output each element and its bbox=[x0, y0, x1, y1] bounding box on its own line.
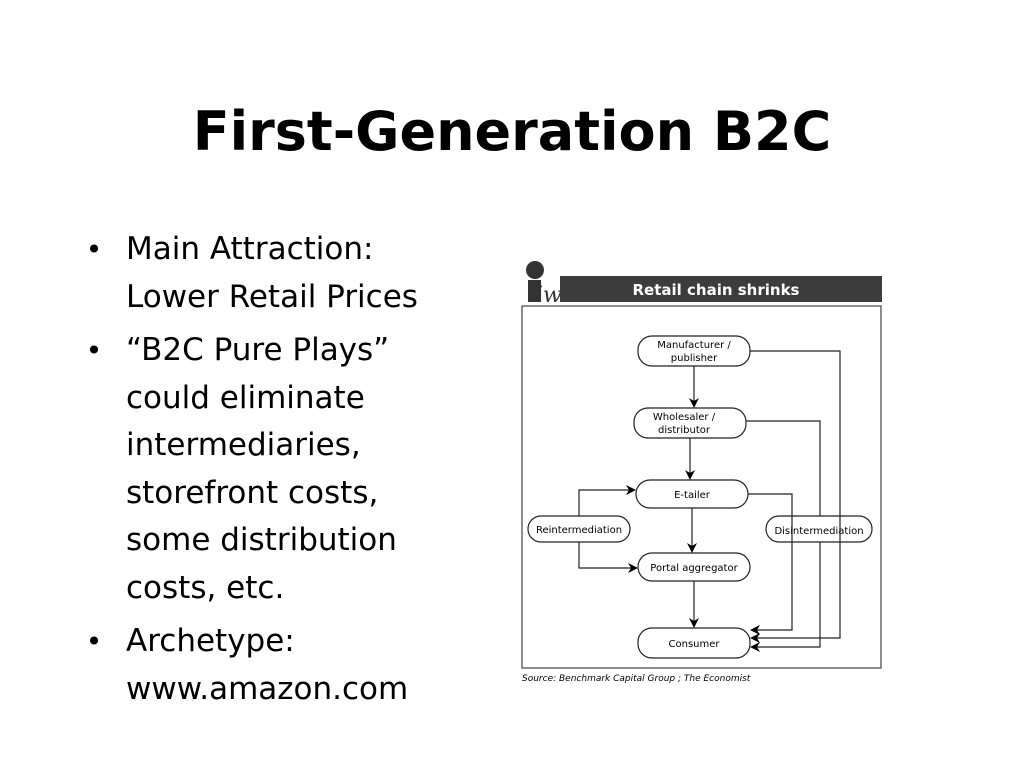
figure-header: Retail chain shrinks bbox=[633, 281, 800, 299]
connector-lines bbox=[578, 350, 841, 652]
bullet-line: intermediaries, bbox=[126, 427, 361, 463]
node-wholesaler-line2: distributor bbox=[658, 425, 711, 436]
bullet-item-archetype: • Archetype: www.amazon.com bbox=[84, 618, 504, 713]
bullet-line: Lower Retail Prices bbox=[126, 278, 418, 315]
arrow-disintermediation-to-consumer bbox=[750, 542, 821, 652]
node-etailer-label: E-tailer bbox=[674, 490, 711, 501]
node-disintermediation-label: Disintermediation bbox=[774, 526, 863, 537]
bullet-line: costs, etc. bbox=[126, 569, 285, 606]
arrow-etailer-to-consumer bbox=[748, 493, 793, 635]
bullet-line: Archetype: bbox=[126, 623, 295, 659]
retail-chain-diagram: iw Retail chain shrinks Manufacturer / p… bbox=[521, 261, 882, 684]
node-wholesaler-line1: Wholesaler / bbox=[653, 412, 716, 423]
arrow-reintermediation-to-portal bbox=[578, 542, 638, 573]
arrow-reintermediation-to-etailer bbox=[578, 485, 636, 516]
bullet-line: “B2C Pure Plays” bbox=[126, 332, 390, 368]
bullet-line: www.amazon.com bbox=[126, 670, 409, 707]
node-portal-label: Portal aggregator bbox=[650, 563, 738, 574]
figure-frame bbox=[521, 305, 882, 669]
node-reintermediation-label: Reintermediation bbox=[536, 525, 622, 536]
iw-logo-icon: iw bbox=[526, 261, 562, 308]
bullet-line: storefront costs, bbox=[126, 474, 379, 511]
node-manufacturer-line1: Manufacturer / bbox=[657, 340, 731, 351]
bullet-list: • Main Attraction: Lower Retail Prices •… bbox=[84, 226, 504, 719]
node-manufacturer-line2: publisher bbox=[671, 353, 718, 364]
figure-source: Source: Benchmark Capital Group ; The Ec… bbox=[522, 674, 751, 684]
logo-text: iw bbox=[536, 283, 562, 308]
bullet-icon: • bbox=[85, 625, 103, 658]
retail-chain-figure: iw Retail chain shrinks Manufacturer / p… bbox=[518, 258, 884, 688]
arrow-manufacturer-to-consumer bbox=[750, 350, 841, 643]
bullet-item-pure-plays: • “B2C Pure Plays” could eliminate inter… bbox=[84, 327, 504, 612]
bullet-line: Main Attraction: bbox=[126, 231, 374, 267]
bullet-line: some distribution bbox=[126, 522, 397, 558]
header-bar bbox=[560, 276, 882, 302]
bullet-item-main-attraction: • Main Attraction: Lower Retail Prices bbox=[84, 226, 504, 321]
bullet-line: could eliminate bbox=[126, 379, 365, 416]
node-consumer-label: Consumer bbox=[669, 639, 721, 650]
line-wholesaler-to-disintermediation bbox=[746, 420, 821, 516]
bullet-icon: • bbox=[85, 334, 103, 367]
bullet-icon: • bbox=[85, 233, 103, 266]
slide-title: First-Generation B2C bbox=[192, 100, 832, 163]
